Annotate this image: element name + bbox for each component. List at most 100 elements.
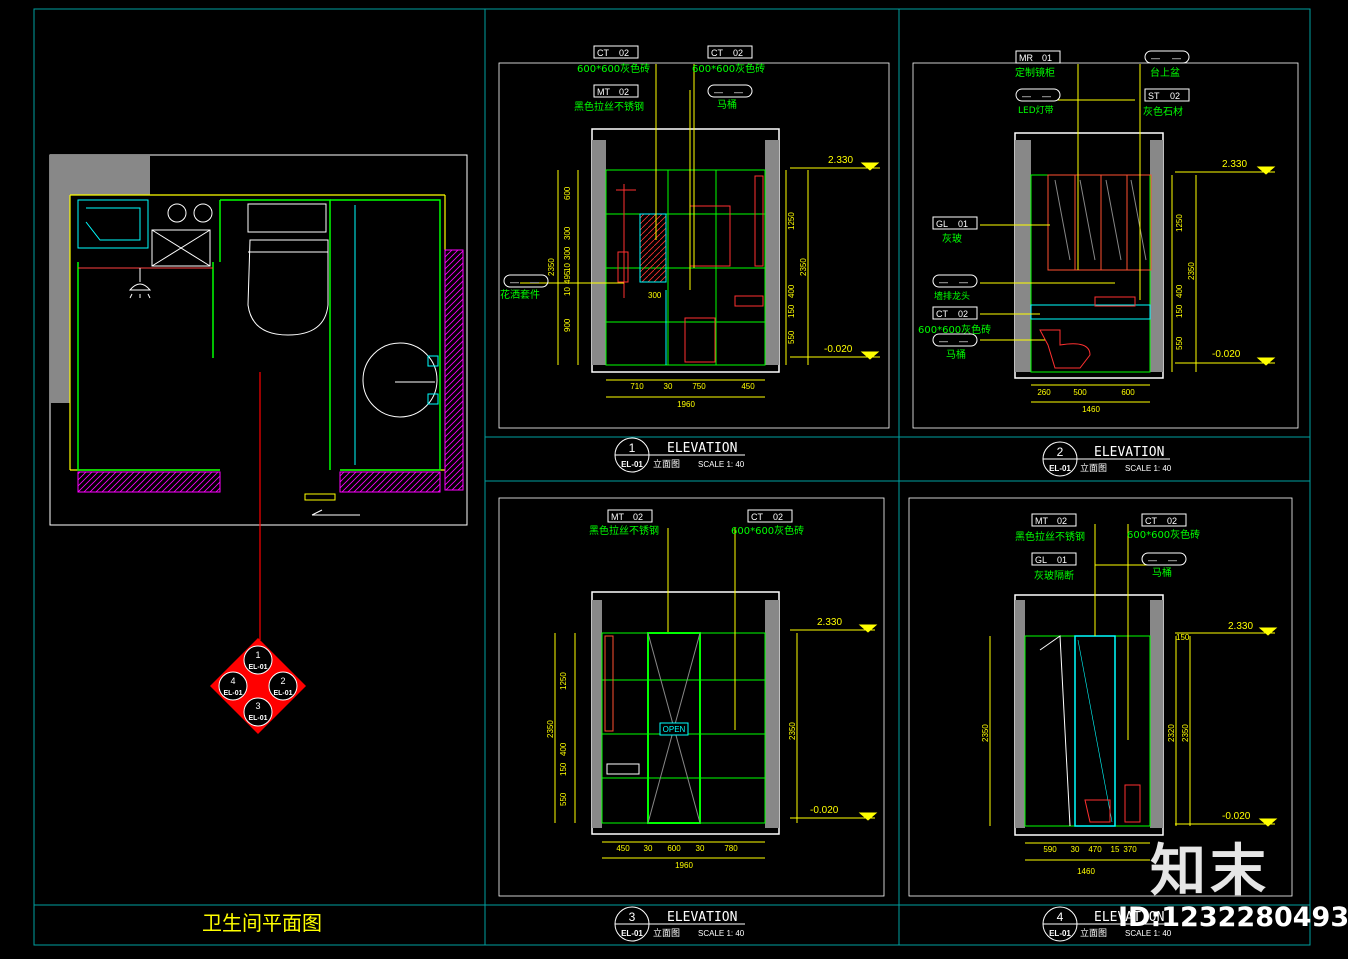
el1-dim-inner: 300 [648, 291, 662, 300]
el3-db0: 450 [616, 844, 630, 853]
elevation-3: OPEN 2.330 -0.020 1250 400 150 550 2350 … [498, 497, 885, 942]
el1-dl4: 495 [563, 270, 572, 284]
el3-sub: 立面图 [653, 927, 680, 939]
el4-tag1-no: 02 [1167, 516, 1177, 526]
el1-tag4-code: — [510, 277, 519, 287]
el2-ref: EL-01 [1049, 464, 1071, 473]
el1-db3: 450 [741, 382, 755, 391]
el1-db2: 750 [692, 382, 706, 391]
el2-tag0-desc: 定制镜柜 [1015, 66, 1055, 79]
elevation-key-marker: 1 2 3 4 EL-01 EL-01 EL-01 EL-01 [210, 638, 306, 734]
el4-tags: MT 02 黑色拉丝不锈钢 CT 02 600*600灰色砖 GL 01 灰玻隔… [1015, 513, 1200, 582]
el3-ref: EL-01 [621, 929, 643, 938]
el4-dr0: 2320 [1167, 724, 1176, 742]
key-n2: 2 [280, 676, 285, 686]
el3-scale: SCALE 1: 40 [698, 929, 745, 938]
el2-tags: MR 01 定制镜柜 — — 台上盆 — — LED灯带 ST 02 灰色石材 … [918, 50, 1190, 361]
el2-tag2-desc: LED灯带 [1018, 105, 1054, 116]
el3-level-top: 2.330 [817, 617, 842, 628]
el4-db3: 15 [1111, 845, 1120, 854]
el1-db1: 30 [664, 382, 673, 391]
el2-tag6-no: 02 [958, 309, 968, 319]
el2-level-bottom: -0.020 [1212, 349, 1241, 360]
el2-tag5-code: — [939, 277, 948, 287]
el2-title-block: 2 EL-01 ELEVATION 立面图 SCALE 1: 40 [1042, 441, 1172, 477]
el1-tag3-code: — [714, 87, 723, 97]
el4-db-total: 1460 [1077, 867, 1095, 876]
el4-sub: 立面图 [1080, 927, 1107, 939]
el4-tag3-desc: 马桶 [1152, 566, 1172, 579]
el3-tag0-code: MT [611, 512, 624, 522]
el2-tag7-desc: 马桶 [946, 348, 966, 361]
el2-dr-total: 2350 [1187, 262, 1196, 280]
el2-tag7-code: — [939, 336, 948, 346]
el2-dr2: 150 [1175, 304, 1184, 318]
el4-tag0-code: MT [1035, 516, 1048, 526]
el3-door-label: OPEN [663, 725, 686, 734]
el3-level-bottom: -0.020 [810, 805, 839, 816]
el1-tag2-desc: 黑色拉丝不锈钢 [574, 100, 644, 113]
el4-tag3-no: — [1168, 555, 1177, 565]
el4-level-top: 2.330 [1228, 621, 1253, 632]
el2-tag6-code: CT [936, 309, 948, 319]
key-ref3: EL-01 [248, 715, 267, 722]
elevation-4: 2.330 -0.020 2350 2320 2350 150 590 30 4… [908, 497, 1293, 942]
el3-tag1-no: 02 [773, 512, 783, 522]
el4-db0: 590 [1043, 845, 1057, 854]
el3-tag0-no: 02 [633, 512, 643, 522]
el1-dl3: 10 [563, 263, 572, 272]
el2-sub: 立面图 [1080, 462, 1107, 474]
el3-dl1: 400 [559, 742, 568, 756]
el3-db-total: 1960 [675, 861, 693, 870]
el3-tag0-desc: 黑色拉丝不锈钢 [589, 524, 659, 537]
el1-sub: 立面图 [653, 458, 680, 470]
el4-dr1: 2350 [1181, 724, 1190, 742]
elevation-1: 2.330 -0.020 600 300 300 10 495 10 900 2… [498, 45, 890, 473]
el2-tag1-desc: 台上盆 [1150, 66, 1180, 79]
el3-dr-total: 2350 [788, 722, 797, 740]
el3-db2: 600 [667, 844, 681, 853]
el4-title: ELEVATION [1094, 910, 1164, 925]
el3-title-block: 3 EL-01 ELEVATION 立面图 SCALE 1: 40 [614, 906, 745, 942]
el4-dim-small: 150 [1176, 633, 1190, 642]
key-n3: 3 [255, 701, 260, 711]
el4-tag2-no: 01 [1057, 555, 1067, 565]
el1-title: ELEVATION [667, 441, 737, 456]
el1-dr2: 150 [787, 304, 796, 318]
el1-dr1: 400 [787, 284, 796, 298]
el1-tag4-no: — [530, 277, 539, 287]
el1-dl5: 10 [563, 287, 572, 296]
key-n4: 4 [230, 676, 235, 686]
el2-tag7-no: — [959, 336, 968, 346]
floor-plan [49, 154, 468, 640]
el1-dl0: 600 [563, 186, 572, 200]
el2-tag3-no: 02 [1170, 91, 1180, 101]
el4-tag3-code: — [1148, 555, 1157, 565]
el2-dr1: 400 [1175, 284, 1184, 298]
el2-dr0: 1250 [1175, 214, 1184, 232]
el4-db4: 370 [1123, 845, 1137, 854]
el2-tag3-code: ST [1148, 91, 1160, 101]
el4-tag1-code: CT [1145, 516, 1157, 526]
el2-tag0-code: MR [1019, 53, 1033, 63]
el4-level-bottom: -0.020 [1222, 811, 1251, 822]
el3-num: 3 [629, 910, 636, 924]
el1-dl-total: 2350 [547, 258, 556, 276]
el3-tag1-code: CT [751, 512, 763, 522]
el2-tag5-desc: 墙排龙头 [934, 290, 970, 302]
el1-tag1-desc: 600*600灰色砖 [692, 62, 765, 75]
el1-dl2: 300 [563, 246, 572, 260]
key-ref4: EL-01 [223, 690, 242, 697]
el2-tag5-no: — [959, 277, 968, 287]
el4-db2: 470 [1088, 845, 1102, 854]
el3-tag1-desc: 600*600灰色砖 [731, 524, 804, 537]
el2-tag4-code: GL [936, 219, 948, 229]
el4-tag2-desc: 灰玻隔断 [1034, 569, 1074, 582]
el2-db0: 260 [1037, 388, 1051, 397]
el1-tag0-code: CT [597, 48, 609, 58]
el3-db3: 30 [696, 844, 705, 853]
el4-dl-total: 2350 [981, 724, 990, 742]
el1-dr-total: 2350 [799, 258, 808, 276]
el2-db1: 500 [1073, 388, 1087, 397]
el3-db4: 780 [724, 844, 738, 853]
